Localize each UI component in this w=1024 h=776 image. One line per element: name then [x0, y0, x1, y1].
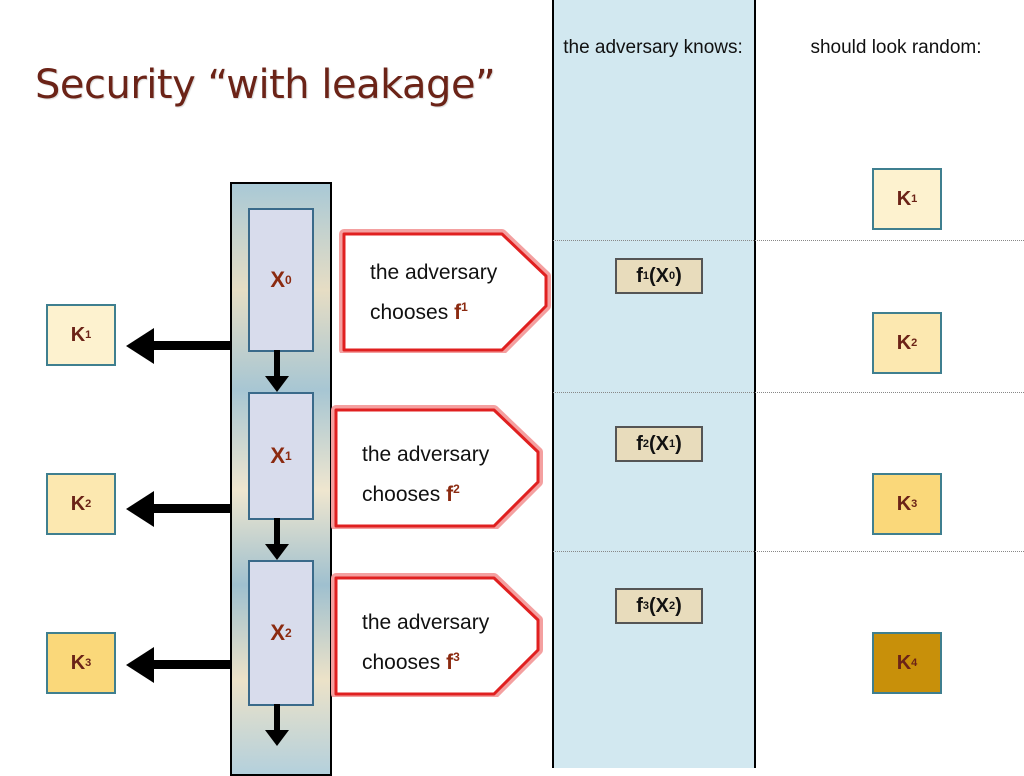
down-arrow-icon: [265, 350, 289, 392]
chooser-arrow-shape-1: [339, 229, 551, 353]
down-arrow-icon: [265, 518, 289, 560]
down-arrow-icon: [265, 704, 289, 746]
chooser-line: chooses f3: [362, 640, 489, 680]
chooser-verb: chooses: [362, 651, 441, 674]
state-superscript: 0: [285, 273, 292, 287]
key-superscript: 3: [85, 657, 92, 669]
leak-close-paren: ): [675, 432, 682, 455]
leak-function-superscript: 1: [642, 270, 649, 282]
chooser-line: chooses f2: [362, 472, 489, 512]
chooser-text-1: the adversary chooses f1: [370, 256, 497, 330]
leak-function-superscript: 3: [642, 600, 649, 612]
left-arrow-icon: [126, 328, 230, 364]
leak-open-paren: (: [648, 432, 656, 455]
look-random-header: should look random:: [810, 37, 982, 58]
adversary-knows-header: the adversary knows:: [563, 37, 743, 58]
function-superscript: 3: [453, 650, 460, 664]
leak-close-paren: ): [675, 594, 682, 617]
function-label: f: [446, 483, 454, 506]
chooser-verb: chooses: [362, 483, 441, 506]
function-label: f: [454, 301, 462, 324]
key-superscript: 1: [911, 193, 918, 205]
function-superscript: 1: [461, 300, 468, 314]
key-superscript: 1: [85, 329, 92, 341]
key-label: K: [896, 651, 912, 674]
leak-function: f: [636, 432, 643, 455]
slide-title: Security “with leakage”: [35, 62, 496, 108]
key-label: K: [70, 651, 86, 674]
leak-function-superscript: 2: [642, 438, 649, 450]
leak-state: X: [655, 432, 669, 455]
leak-state-superscript: 0: [669, 270, 676, 282]
key-label: K: [896, 492, 912, 515]
chooser-text-3: the adversary chooses f3: [362, 606, 489, 680]
key-superscript: 3: [911, 498, 918, 510]
chooser-line: the adversary: [362, 443, 490, 466]
leak-function: f: [636, 264, 643, 287]
leak-state: X: [655, 264, 669, 287]
key-superscript: 2: [85, 498, 92, 510]
key-superscript: 4: [911, 657, 918, 669]
leak-state-superscript: 2: [669, 600, 676, 612]
adversary-knows-column: [552, 0, 756, 768]
row-separator: [553, 392, 1024, 393]
state-label: X: [270, 443, 285, 468]
chooser-line: the adversary: [370, 261, 498, 284]
key-label: K: [70, 323, 86, 346]
chooser-verb: chooses: [370, 301, 449, 324]
chooser-arrow-shape-3: [331, 573, 543, 697]
state-superscript: 1: [285, 449, 292, 463]
state-superscript: 2: [285, 626, 292, 640]
function-label: f: [446, 651, 454, 674]
leak-open-paren: (: [648, 594, 656, 617]
key-label: K: [896, 187, 912, 210]
leak-state: X: [655, 594, 669, 617]
chooser-line: the adversary: [362, 611, 490, 634]
function-superscript: 2: [453, 482, 460, 496]
leak-function: f: [636, 594, 643, 617]
leak-close-paren: ): [675, 264, 682, 287]
state-label: X: [270, 267, 285, 292]
leak-state-superscript: 1: [669, 438, 676, 450]
key-label: K: [70, 492, 86, 515]
chooser-line: chooses f1: [370, 290, 497, 330]
left-arrow-icon: [126, 647, 230, 683]
row-separator: [553, 551, 1024, 552]
chooser-arrow-shape-2: [331, 405, 543, 529]
left-arrow-icon: [126, 491, 230, 527]
chooser-text-2: the adversary chooses f2: [362, 438, 489, 512]
key-superscript: 2: [911, 337, 918, 349]
key-label: K: [896, 331, 912, 354]
leak-open-paren: (: [648, 264, 656, 287]
state-label: X: [270, 620, 285, 645]
row-separator: [553, 240, 1024, 241]
